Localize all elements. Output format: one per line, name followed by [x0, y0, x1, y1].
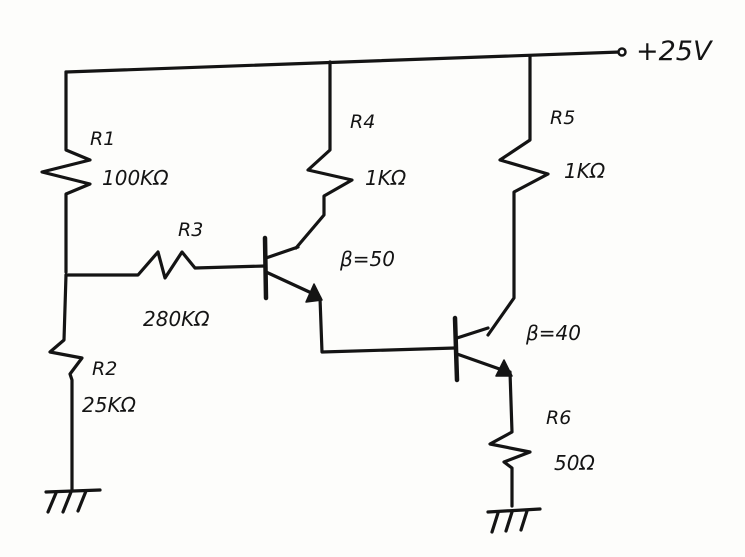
r4-name: R4: [350, 111, 375, 133]
r2-value: 25KΩ: [82, 393, 137, 417]
r4-resistor: [294, 60, 354, 250]
r1-resistor: [40, 70, 92, 274]
r4-value: 1KΩ: [365, 166, 407, 190]
r5-name: R5: [550, 107, 575, 129]
r3-resistor: [64, 250, 267, 280]
r2-name: R2: [92, 358, 117, 380]
r2-resistor: [48, 273, 84, 492]
supply-terminal: [617, 47, 627, 57]
ground-symbol-right: [486, 507, 542, 534]
ground-symbol-left: [44, 488, 102, 514]
q2-emitter-arrow: [495, 359, 513, 377]
r3-name: R3: [178, 219, 203, 241]
q1-beta: β=50: [339, 247, 395, 271]
q1-emitter-arrow: [305, 283, 323, 303]
r1-name: R1: [90, 128, 115, 150]
supply-rail: [64, 50, 622, 74]
r5-resistor: [486, 54, 550, 337]
r1-value: 100KΩ: [102, 166, 169, 190]
supply-label: +25V: [636, 36, 714, 67]
q1-emitter-wire: [318, 296, 457, 354]
r6-value: 50Ω: [554, 451, 595, 475]
r5-value: 1KΩ: [564, 159, 606, 183]
q1-transistor: [262, 235, 323, 303]
r6-name: R6: [546, 407, 571, 429]
r6-resistor: [488, 370, 532, 508]
q2-beta: β=40: [525, 321, 581, 345]
r3-value: 280KΩ: [143, 307, 210, 331]
q2-transistor: [452, 315, 513, 383]
